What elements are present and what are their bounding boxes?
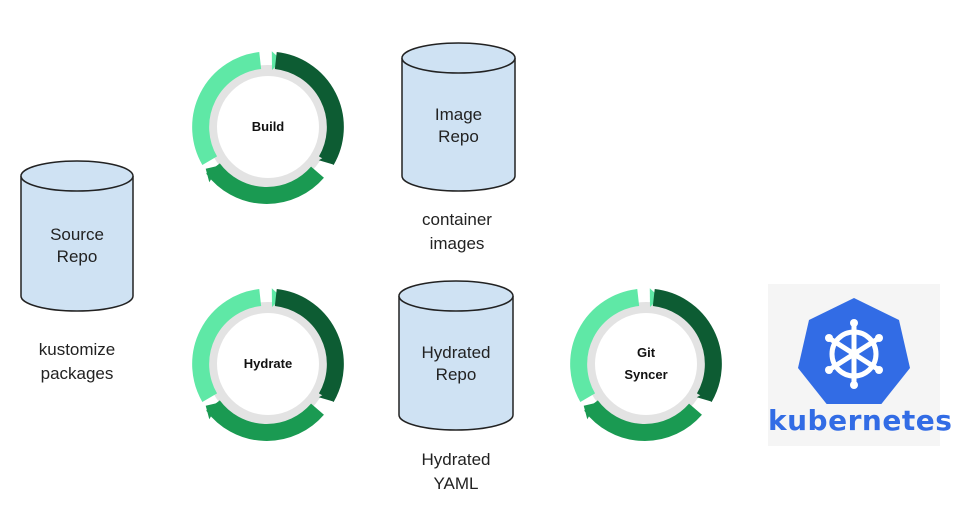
source-repo-label: Source Repo xyxy=(50,225,104,266)
git-syncer-cycle: Git Syncer xyxy=(564,282,728,446)
image-repo-label: Image Repo xyxy=(434,105,483,146)
hydrated-repo-label: Hydrated Repo xyxy=(421,343,491,384)
cycle-arrows-icon xyxy=(192,51,344,204)
database-icon xyxy=(401,42,516,192)
cycle-arrows-icon xyxy=(570,288,722,441)
hydrate-label: Hydrate xyxy=(243,356,293,371)
hydrate-cycle: Hydrate xyxy=(186,282,350,446)
kubernetes-logo: kubernetes xyxy=(768,284,953,446)
image-repo-cylinder: Image Repo xyxy=(401,42,516,192)
cycle-arrows-icon xyxy=(192,288,344,441)
source-repo-cylinder: Source Repo xyxy=(20,160,134,312)
build-label: Build xyxy=(251,119,285,134)
hydrated-repo-cylinder: Hydrated Repo xyxy=(398,280,514,431)
container-images-caption: container images xyxy=(422,210,492,253)
hydrated-yaml-caption: Hydrated YAML xyxy=(421,450,491,493)
database-icon xyxy=(20,160,134,312)
database-icon xyxy=(398,280,514,431)
kubernetes-helm-icon xyxy=(798,298,910,404)
build-cycle: Build xyxy=(186,45,350,209)
git-syncer-label: Git Syncer xyxy=(624,345,668,382)
kustomize-caption: kustomize packages xyxy=(38,340,116,383)
kubernetes-wordmark: kubernetes xyxy=(768,404,953,437)
